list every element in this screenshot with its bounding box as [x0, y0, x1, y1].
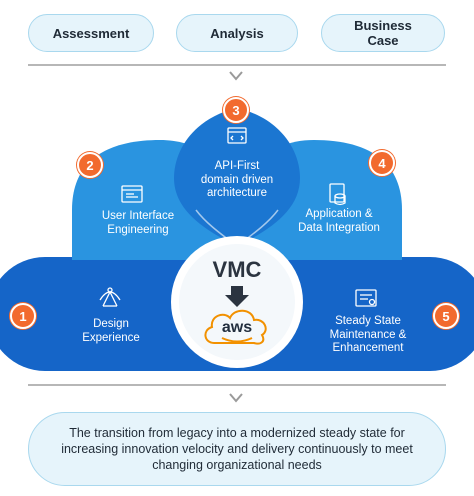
- center-title: VMC: [212, 257, 262, 282]
- step-5-label: Steady State Maintenance & Enhancement: [329, 315, 407, 354]
- stage-assessment: Assessment: [28, 14, 154, 52]
- aws-logo-text: aws: [221, 319, 253, 336]
- step-3-label: API-First domain driven architecture: [200, 160, 274, 199]
- step-5-badge: 5: [433, 303, 459, 329]
- api-icon: [227, 127, 247, 144]
- center-down-arrow-icon: [225, 286, 249, 307]
- stage-analysis: Analysis: [176, 14, 298, 52]
- step-2-badge: 2: [77, 152, 103, 178]
- ui-icon: [121, 185, 143, 203]
- top-divider: [28, 64, 446, 66]
- aws-smile-icon: [221, 337, 253, 343]
- integration-icon: [329, 183, 346, 206]
- aws-cloud-icon: [204, 309, 267, 345]
- bottom-divider: [28, 384, 446, 386]
- design-icon: [99, 287, 121, 307]
- down-arrow-icon: [229, 71, 243, 81]
- step-1-label: Design Experience: [82, 318, 140, 344]
- step-2-label: User Interface Engineering: [101, 210, 175, 236]
- step-4-badge: 4: [369, 150, 395, 176]
- summary-text: The transition from legacy into a modern…: [61, 426, 413, 472]
- step-3-badge: 3: [223, 97, 249, 123]
- down-arrow-icon: [229, 393, 243, 403]
- maintenance-icon: [355, 289, 377, 307]
- petal-3: [174, 108, 300, 246]
- stage-business-case: Business Case: [321, 14, 445, 52]
- step-4-label: Application & Data Integration: [298, 208, 380, 234]
- summary-box: The transition from legacy into a modern…: [28, 412, 446, 486]
- step-1-badge: 1: [10, 303, 36, 329]
